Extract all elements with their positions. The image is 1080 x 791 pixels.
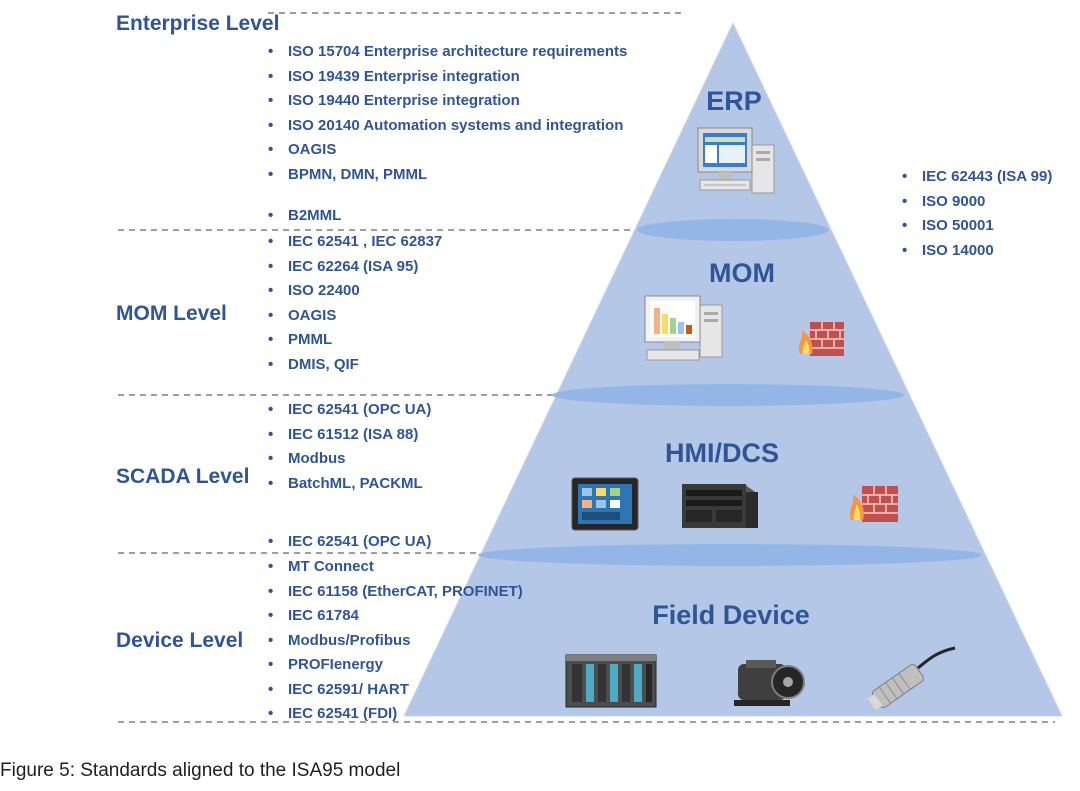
list-item: MT Connect xyxy=(266,555,523,580)
firewall-icon-hmi xyxy=(849,486,898,522)
level-label-enterprise: Enterprise Level xyxy=(116,12,280,35)
list-item: B2MML xyxy=(266,204,341,229)
level-label-device: Device Level xyxy=(116,629,244,652)
list-item: ISO 50001 xyxy=(900,214,1052,239)
list-item: Modbus xyxy=(266,447,431,472)
hmi-touch-panel-icon xyxy=(571,477,639,531)
list-item: BatchML, PACKML xyxy=(266,472,431,497)
band-hmi-field xyxy=(478,544,982,566)
industrial-pc-icon xyxy=(682,484,758,528)
list-item: ISO 14000 xyxy=(900,239,1052,264)
layer-title-field-device: Field Device xyxy=(652,600,810,630)
list-item: ISO 22400 xyxy=(266,279,442,304)
list-item: ISO 9000 xyxy=(900,190,1052,215)
list-item: DMIS, QIF xyxy=(266,353,442,378)
enterprise-standards-list: ISO 15704 Enterprise architecture requir… xyxy=(266,40,627,187)
scada-device-interface-list: IEC 62541 (OPC UA) xyxy=(266,530,431,555)
list-item: IEC 61158 (EtherCAT, PROFINET) xyxy=(266,580,523,605)
list-item: IEC 62591/ HART xyxy=(266,678,523,703)
list-item: ISO 20140 Automation systems and integra… xyxy=(266,114,627,139)
list-item: ISO 15704 Enterprise architecture requir… xyxy=(266,40,627,65)
level-label-scada: SCADA Level xyxy=(116,465,250,488)
list-item: IEC 61512 (ISA 88) xyxy=(266,423,431,448)
list-item: OAGIS xyxy=(266,138,627,163)
list-item: ISO 19440 Enterprise integration xyxy=(266,89,627,114)
list-item: PROFIenergy xyxy=(266,653,523,678)
list-item: IEC 62541 (OPC UA) xyxy=(266,530,431,555)
list-item: IEC 62541 , IEC 62837 xyxy=(266,230,442,255)
erp-computer-icon xyxy=(697,127,775,194)
mom-computer-icon xyxy=(644,295,723,361)
level-label-mom: MOM Level xyxy=(116,302,227,325)
cross-cutting-standards-list: IEC 62443 (ISA 99) ISO 9000 ISO 50001 IS… xyxy=(900,165,1052,263)
plc-module-icon xyxy=(565,654,657,708)
figure-caption: Figure 5: Standards aligned to the ISA95… xyxy=(0,760,401,781)
list-item: IEC 61784 xyxy=(266,604,523,629)
list-item: ISO 19439 Enterprise integration xyxy=(266,65,627,90)
list-item: IEC 62264 (ISA 95) xyxy=(266,255,442,280)
list-item: Modbus/Profibus xyxy=(266,629,523,654)
device-standards-list: MT Connect IEC 61158 (EtherCAT, PROFINET… xyxy=(266,555,523,727)
mom-standards-list: IEC 62541 , IEC 62837 IEC 62264 (ISA 95)… xyxy=(266,230,442,377)
enterprise-mom-interface-list: B2MML xyxy=(266,204,341,229)
firewall-icon xyxy=(798,322,844,356)
layer-title-mom: MOM xyxy=(709,258,775,288)
layer-title-hmi-dcs: HMI/DCS xyxy=(665,438,779,468)
band-erp-mom xyxy=(637,219,829,241)
pyramid-body xyxy=(403,21,1063,717)
scada-standards-list: IEC 62541 (OPC UA) IEC 61512 (ISA 88) Mo… xyxy=(266,398,431,496)
list-item: IEC 62541 (FDI) xyxy=(266,702,523,727)
list-item: IEC 62541 (OPC UA) xyxy=(266,398,431,423)
proximity-sensor-icon xyxy=(867,646,956,711)
servo-motor-icon xyxy=(734,660,805,706)
list-item: OAGIS xyxy=(266,304,442,329)
list-item: IEC 62443 (ISA 99) xyxy=(900,165,1052,190)
layer-title-erp: ERP xyxy=(706,86,762,116)
list-item: PMML xyxy=(266,328,442,353)
band-mom-hmi xyxy=(552,384,904,406)
list-item: BPMN, DMN, PMML xyxy=(266,163,627,188)
